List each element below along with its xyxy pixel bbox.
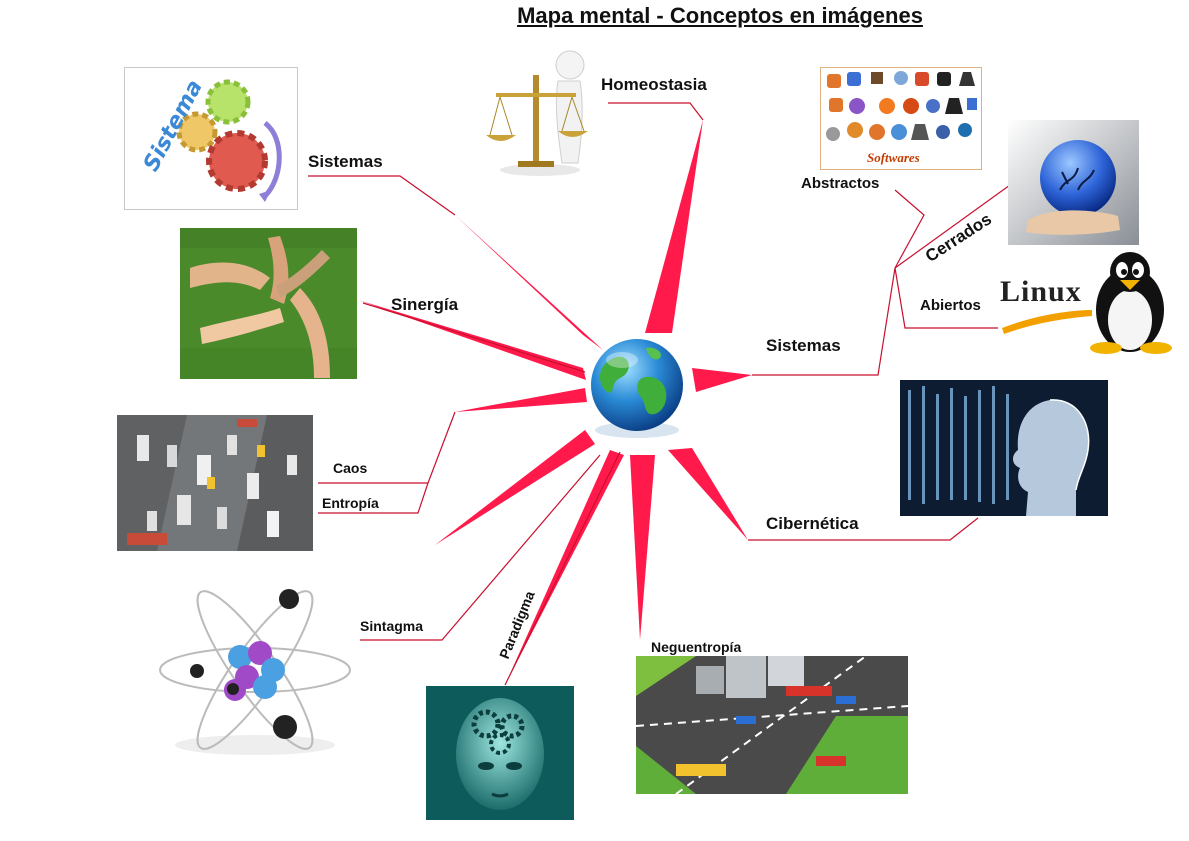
page-title: Mapa mental - Conceptos en imágenes — [517, 3, 923, 28]
label-sintagma: Sintagma — [360, 618, 424, 634]
image-linux: Linux — [998, 250, 1178, 355]
line-paradigma — [504, 451, 621, 686]
label-neguentropia: Neguentropía — [651, 639, 742, 655]
image-traffic-aerial — [117, 415, 313, 551]
center-globe — [580, 330, 695, 445]
image-software-logos: Softwares — [820, 67, 982, 170]
atom-icon — [159, 589, 351, 755]
software-logos-icon — [826, 71, 977, 141]
spoke-sintagma — [435, 430, 595, 545]
label-abstractos: Abstractos — [801, 175, 880, 192]
label-homeostasia: Homeostasia — [601, 75, 707, 94]
line-homeostasia — [608, 102, 704, 121]
spoke-cibernetica — [668, 448, 748, 540]
line-entropia — [318, 482, 429, 514]
gears-icon — [176, 79, 282, 202]
line-abstractos — [894, 189, 925, 269]
label-abiertos: Abiertos — [920, 297, 981, 314]
city-intersection-icon — [636, 656, 908, 794]
line-cerrados — [894, 184, 1011, 269]
linux-wordmark: Linux — [1000, 275, 1082, 308]
spoke-paradigma — [505, 450, 624, 685]
digital-head-icon — [900, 380, 1108, 516]
image-crystal-ball — [1008, 120, 1139, 245]
image-balance-scale — [478, 45, 603, 180]
crystal-ball-icon — [1008, 120, 1139, 245]
label-sistemas-left: Sistemas — [308, 152, 383, 171]
tux-penguin-icon — [1002, 252, 1172, 354]
image-atom — [145, 585, 360, 760]
label-entropia: Entropía — [322, 495, 379, 511]
linked-hands-icon — [180, 228, 357, 379]
traffic-aerial-icon — [117, 415, 313, 551]
connector-lines — [308, 102, 1011, 686]
image-gear-head — [426, 686, 574, 820]
balance-scale-icon — [486, 50, 588, 176]
label-sinergia: Sinergía — [391, 295, 459, 314]
spoke-caos — [455, 388, 587, 412]
line-sinergia — [362, 302, 586, 373]
spoke-sinergia — [358, 300, 586, 380]
line-sistemas-right — [752, 267, 896, 376]
spoke-sistemas-left — [455, 215, 603, 350]
spoke-neguentropia — [630, 455, 655, 640]
image-sistema-gears: Sistema — [124, 67, 298, 210]
image-digital-head — [900, 380, 1108, 516]
label-cibernetica: Cibernética — [766, 514, 859, 533]
image-linked-hands — [180, 228, 357, 379]
globe-icon — [591, 339, 683, 438]
software-caption: Softwares — [867, 150, 920, 165]
gear-head-icon — [426, 686, 574, 820]
line-cibernetica — [748, 517, 979, 541]
image-city-intersection — [636, 656, 908, 794]
spoke-homeostasia — [645, 120, 703, 333]
line-sintagma — [358, 454, 601, 641]
spoke-sistemas-right — [692, 368, 752, 392]
label-sistemas-right: Sistemas — [766, 336, 841, 355]
line-abiertos — [894, 267, 998, 329]
label-caos: Caos — [333, 460, 368, 476]
spokes — [358, 120, 752, 685]
line-sistemas-left — [308, 175, 456, 216]
